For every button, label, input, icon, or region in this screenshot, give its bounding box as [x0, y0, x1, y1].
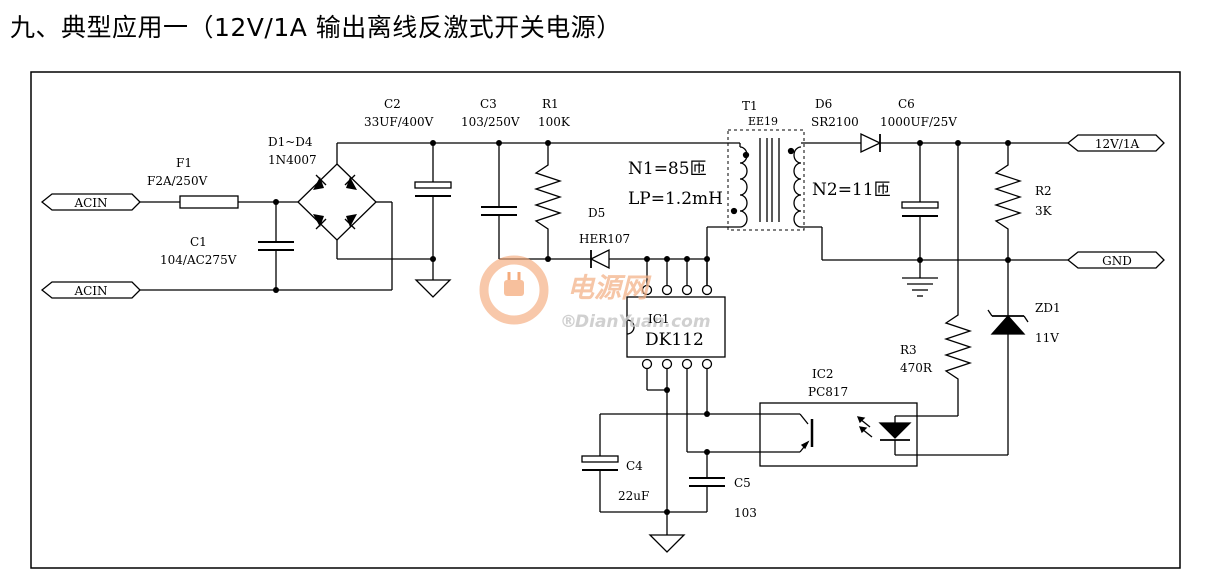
r2-value: 3K [1035, 204, 1053, 218]
watermark: 电源网 ® DianYuan.com [479, 255, 711, 332]
resistor-r3 [943, 308, 973, 416]
r3-ref: R3 [900, 343, 917, 357]
ic1-dk112 [626, 284, 726, 370]
c6-ref: C6 [898, 97, 915, 111]
d6-ref: D6 [815, 97, 832, 111]
c6-value: 1000UF/25V [880, 115, 957, 129]
d5-ref: D5 [588, 206, 605, 220]
page-title: 九、典型应用一（12V/1A 输出离线反激式开关电源） [10, 13, 622, 42]
capacitor-c5 [689, 452, 725, 512]
transformer-t1 [706, 129, 805, 290]
diode-d6 [860, 132, 882, 154]
fuse-f1 [179, 195, 239, 209]
capacitor-c6 [901, 143, 939, 297]
ic1-value: DK112 [645, 330, 704, 350]
resistor-r1 [533, 143, 563, 259]
output-gnd-connector [1066, 251, 1165, 269]
t1-n2: N2=11匝 [812, 180, 891, 200]
r2-ref: R2 [1035, 184, 1052, 198]
watermark-logo-text: 电源网 [567, 273, 652, 304]
t1-n1: N1=85匝 [628, 159, 707, 179]
c1-value: 104/AC275V [160, 253, 237, 267]
t1-ref: T1 [742, 99, 758, 113]
zd1-ref: ZD1 [1035, 301, 1061, 315]
ic1-ref: IC1 [648, 312, 670, 326]
t1-lp: LP=1.2mH [628, 189, 723, 209]
capacitor-c4 [581, 414, 707, 513]
c5-ref: C5 [734, 476, 751, 490]
c4-value: 22uF [618, 489, 649, 503]
f1-value: F2A/250V [147, 174, 208, 188]
acin-bottom-label: ACIN [73, 284, 107, 298]
capacitor-c1 [258, 202, 294, 290]
c5-value: 103 [734, 506, 757, 520]
watermark-mark: ® [560, 312, 577, 332]
capacitor-c2 [414, 143, 452, 298]
ic2-ref: IC2 [812, 367, 834, 381]
r1-ref: R1 [542, 97, 559, 111]
c3-value: 103/250V [461, 115, 520, 129]
plug-logo-icon [479, 255, 549, 325]
junction-dots [273, 140, 1011, 515]
d1-d4-ref: D1~D4 [268, 135, 313, 149]
c2-value: 33UF/400V [364, 115, 434, 129]
c4-ref: C4 [626, 459, 643, 473]
d5-value: HER107 [579, 232, 630, 246]
out-pos-label: 12V/1A [1095, 137, 1140, 151]
t1-value: EE19 [748, 115, 778, 128]
f1-ref: F1 [176, 156, 192, 170]
watermark-site-text: DianYuan.com [575, 312, 711, 332]
c3-ref: C3 [480, 97, 497, 111]
out-gnd-label: GND [1102, 254, 1132, 268]
c1-ref: C1 [190, 235, 207, 249]
zener-zd1 [918, 260, 1029, 456]
resistor-r2 [993, 143, 1023, 260]
d1-d4-value: 1N4007 [268, 153, 317, 167]
bridge-rectifier [297, 163, 377, 241]
acin-top-label: ACIN [73, 196, 107, 210]
r1-value: 100K [538, 115, 571, 129]
ic2-value: PC817 [808, 385, 848, 399]
capacitor-c3 [481, 143, 548, 260]
ground-symbol [648, 534, 686, 553]
diagram-frame [30, 71, 1181, 569]
output-12v-connector [1066, 134, 1165, 152]
optocoupler-ic2 [759, 402, 918, 467]
d6-value: SR2100 [811, 115, 859, 129]
r3-value: 470R [900, 361, 933, 375]
diode-d5 [548, 248, 707, 270]
c2-ref: C2 [384, 97, 401, 111]
zd1-value: 11V [1035, 331, 1059, 345]
